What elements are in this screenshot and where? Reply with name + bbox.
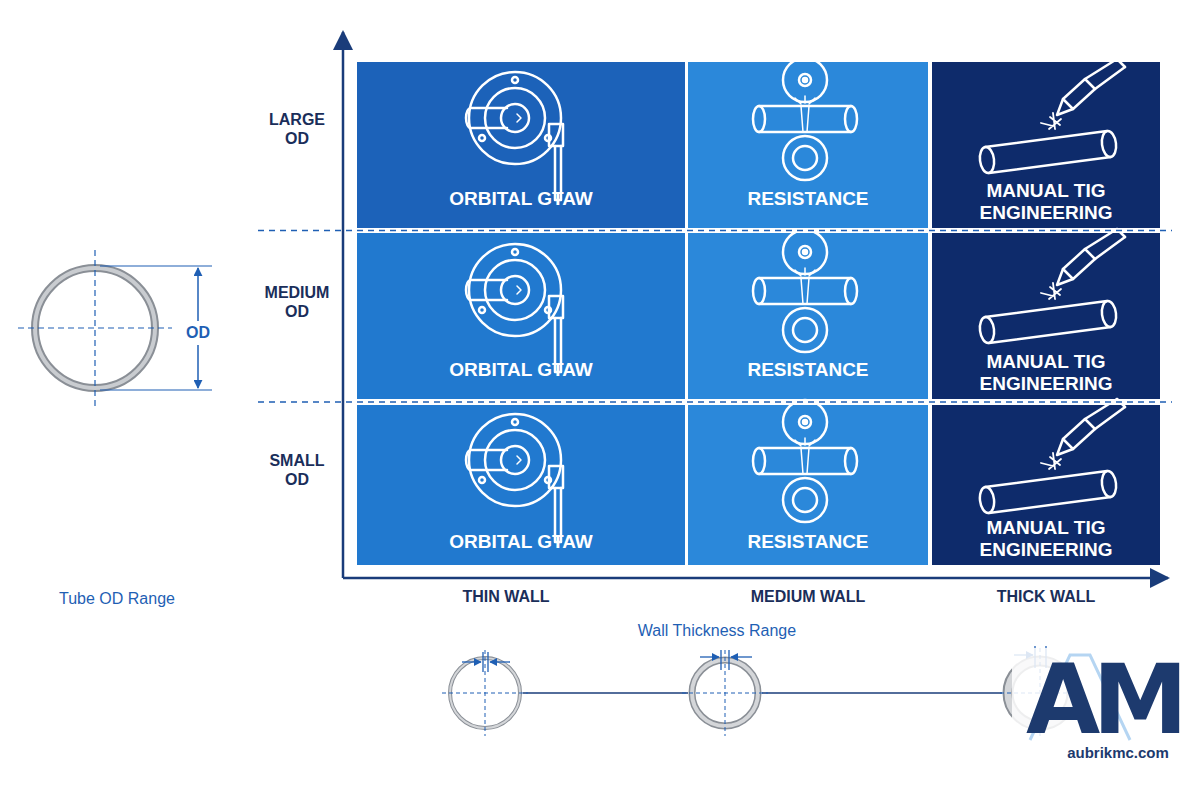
method-label: RESISTANCE: [698, 359, 918, 381]
method-cell: ORBITAL GTAW: [357, 62, 685, 228]
method-cell: MANUAL TIG ENGINEERING: [932, 62, 1160, 228]
dimension-label: OD: [183, 321, 213, 344]
method-label: ORBITAL GTAW: [371, 531, 671, 553]
column-label: THICK WALL: [997, 587, 1096, 606]
row-label: LARGE OD: [260, 110, 335, 148]
method-cell: ORBITAL GTAW: [357, 405, 685, 565]
column-label: THIN WALL: [462, 587, 549, 606]
method-label: ORBITAL GTAW: [371, 188, 671, 210]
logo-url: aubrikmc.com: [1067, 744, 1169, 762]
method-cell: RESISTANCE: [688, 405, 928, 565]
method-label: MANUAL TIG ENGINEERING: [946, 517, 1146, 561]
method-label: ORBITAL GTAW: [371, 359, 671, 381]
method-label: MANUAL TIG ENGINEERING: [946, 351, 1146, 395]
method-label: RESISTANCE: [698, 188, 918, 210]
axis-title: Wall Thickness Range: [638, 621, 796, 640]
method-cell: ORBITAL GTAW: [357, 233, 685, 399]
method-label: MANUAL TIG ENGINEERING: [946, 180, 1146, 224]
logo-mark: AM: [1026, 650, 1180, 750]
method-cell: MANUAL TIG ENGINEERING: [932, 405, 1160, 565]
row-label: MEDIUM OD: [260, 283, 335, 321]
method-cell: RESISTANCE: [688, 233, 928, 399]
method-cell: RESISTANCE: [688, 62, 928, 228]
axis-title: Tube OD Range: [59, 589, 175, 608]
column-label: MEDIUM WALL: [751, 587, 866, 606]
method-label: RESISTANCE: [698, 531, 918, 553]
method-cell: MANUAL TIG ENGINEERING: [932, 233, 1160, 399]
row-label: SMALL OD: [260, 451, 335, 489]
